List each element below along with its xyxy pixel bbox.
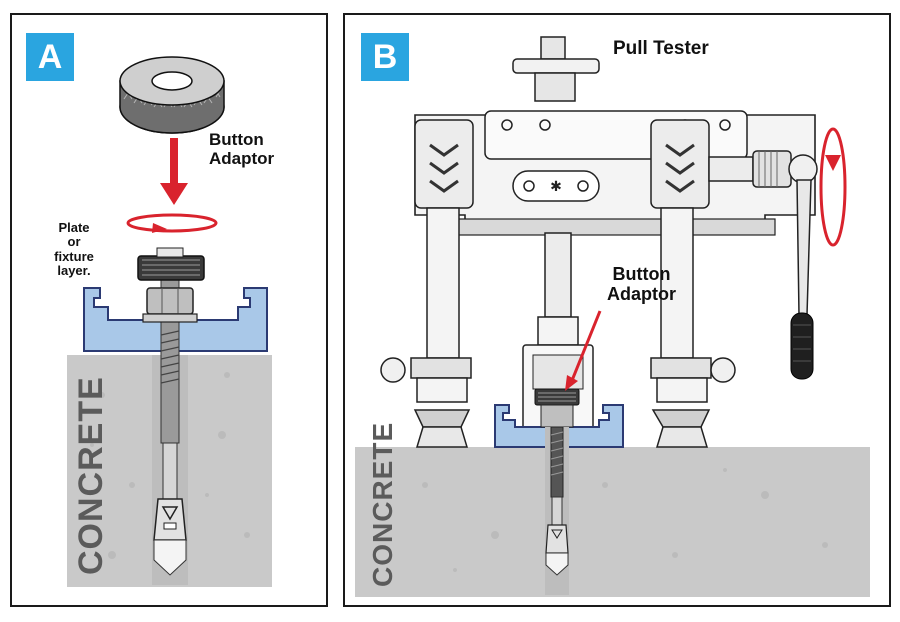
crank-handle	[796, 179, 812, 316]
pointer-arrow-icon	[565, 375, 578, 391]
plate-label-line4: layer.	[57, 262, 91, 278]
svg-text:✱: ✱	[550, 179, 562, 195]
anchor-tip	[153, 539, 187, 576]
rotate-arrow-icon	[152, 223, 167, 233]
plate-label-line2: or	[67, 234, 81, 250]
button-adaptor-label-line1: Button	[209, 130, 264, 149]
panel-a: A	[10, 13, 328, 607]
button-adaptor-label-a: Button Adaptor	[209, 130, 275, 168]
panel-b: B ✱	[343, 13, 891, 607]
hex-nut	[146, 287, 194, 315]
concrete-slab	[355, 447, 870, 597]
button-adaptor-label-b-line2: Adaptor	[607, 283, 676, 304]
panel-b-illustration: ✱	[355, 36, 870, 597]
down-arrow-icon	[160, 183, 188, 205]
left-leg	[426, 207, 460, 359]
concrete-label-b: CONCRETE	[367, 421, 398, 587]
plate-label-line1: Plate	[58, 220, 90, 235]
center-piston	[544, 232, 572, 318]
button-adaptor-label-b: Button Adaptor	[607, 264, 676, 305]
plate-label-line3: fixture	[54, 248, 94, 264]
crank-rotate-arrow-icon	[825, 155, 841, 171]
washer	[142, 313, 198, 323]
plate-label: Plate or fixture layer.	[44, 220, 104, 278]
fixture-plate-b	[494, 404, 624, 448]
button-adaptor-label-line2: Adaptor	[209, 148, 275, 168]
panel-a-badge: A	[26, 33, 74, 81]
concrete-label-a: CONCRETE	[72, 376, 110, 575]
pull-tester-label: Pull Tester	[613, 38, 709, 59]
button-adaptor-label-b-line1: Button	[612, 264, 671, 284]
panel-a-illustration	[67, 56, 272, 587]
panel-b-badge: B	[361, 33, 409, 81]
